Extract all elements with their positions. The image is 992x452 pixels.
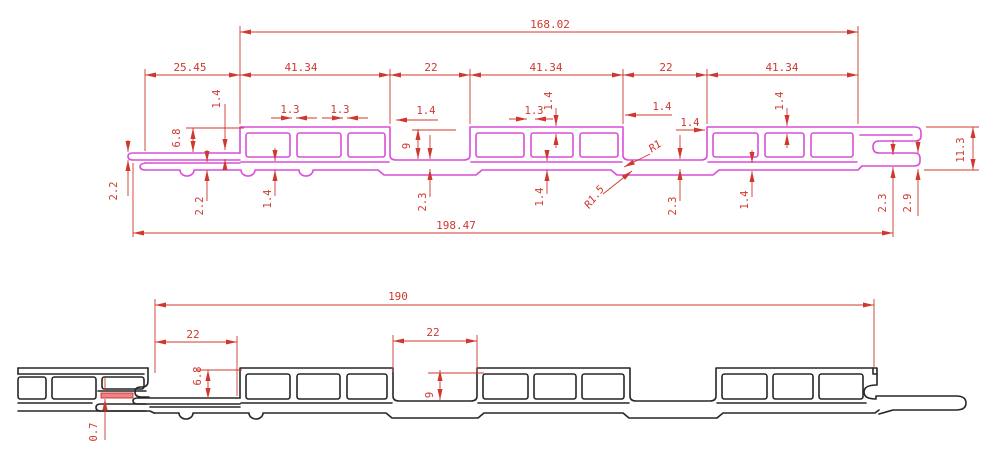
dim-label-overall-width: 190: [388, 290, 408, 303]
bottom-profile-outline: [17, 367, 967, 420]
cell: [721, 373, 768, 400]
panel-plate-lines: [17, 367, 878, 404]
dim-label-joint-gap: 0.7: [88, 423, 100, 442]
bottom-dimension-lines: [102, 299, 875, 440]
dim-label-seg-sec3: 41.34: [765, 61, 798, 74]
dim-label-rib1: 1.3: [281, 104, 300, 116]
dim-label-rib3: 1.3: [525, 105, 544, 117]
profile-bottom-edge: [139, 162, 863, 177]
bottom-dimension-labels: 190 22 22 6.8 9 0.7: [88, 290, 440, 441]
profile-outer-outline: [239, 126, 922, 167]
cell: [533, 373, 577, 400]
cell: [810, 132, 854, 158]
joint-gap-highlight: [100, 392, 134, 399]
cell: [712, 132, 759, 158]
dim-label-ledge-floor-thickness: 2.2: [194, 197, 206, 216]
dim-label-base-wall-3: 1.4: [739, 191, 751, 210]
dim-label-cavity-height: 6.8: [192, 367, 204, 386]
dim-label-top-wall-mid: 1.4: [543, 92, 555, 111]
dim-label-lip-wall: 2.3: [877, 194, 889, 213]
cell: [772, 373, 814, 400]
dim-label-cavity-height: 6.8: [171, 129, 183, 148]
panel-cells: [245, 373, 864, 400]
dim-label-rib2: 1.3: [331, 104, 350, 116]
profile-tongue: [127, 152, 241, 161]
dim-label-base-wall-1: 1.4: [262, 190, 274, 209]
cell: [346, 373, 388, 400]
cell: [818, 373, 864, 400]
dim-label-seg-chan1: 22: [424, 61, 437, 74]
dim-label-seg-sec2: 41.34: [529, 61, 562, 74]
dim-label-seg-chan2: 22: [659, 61, 672, 74]
dim-label-fillet-outer: R1.5: [582, 183, 607, 210]
profile-cells: [245, 132, 854, 158]
dim-label-chan2-floor: 2.3: [667, 197, 679, 216]
dim-label-total-height: 11.3: [955, 137, 967, 162]
left-panel-lip: [95, 403, 147, 412]
profile-plate-lines: [240, 134, 913, 163]
left-panel-top: [17, 367, 149, 375]
cell: [17, 376, 47, 400]
top-profile-view: 168.02 25.45 41.34 22 41.34 22 41.34 1.4…: [108, 18, 979, 237]
panel-outer-outline: [239, 367, 967, 415]
cell: [296, 373, 341, 400]
dim-label-overall-width: 198.47: [436, 219, 476, 232]
left-panel-hook: [134, 367, 150, 398]
dim-label-seg-sec1: 41.34: [284, 61, 317, 74]
dim-label-tongue-wall: 1.4: [211, 90, 223, 109]
dim-label-chan2-wall-left: 1.4: [653, 101, 672, 113]
cell: [51, 376, 97, 400]
cell: [245, 132, 291, 158]
dim-label-upper-total: 168.02: [530, 18, 570, 31]
dim-label-chan1-floor: 2.3: [417, 193, 429, 212]
cell: [581, 373, 625, 400]
dim-label-base-wall-2: 1.4: [534, 188, 546, 207]
dim-label-chan2-wall-right: 1.4: [681, 117, 700, 129]
cell: [579, 132, 619, 158]
dim-label-seg-ledge: 25.45: [173, 61, 206, 74]
dim-label-tongue-thickness: 2.2: [108, 182, 120, 201]
dim-label-fillet-inner: R1: [647, 138, 664, 155]
cell: [482, 373, 529, 400]
dim-label-chan1-width: 22: [186, 328, 199, 341]
panel-tongue: [132, 397, 241, 405]
cell: [475, 132, 525, 158]
left-panel-bottom: [17, 402, 155, 414]
dim-label-chan1-depth: 9: [401, 143, 413, 149]
top-profile-outline: [127, 126, 922, 177]
top-dimension-lines: [125, 26, 979, 237]
dim-label-chan1-wall: 1.4: [417, 105, 436, 117]
dim-label-chan-depth: 9: [424, 392, 436, 398]
cell: [530, 132, 574, 158]
cell: [296, 132, 342, 158]
dim-label-lip-height: 2.9: [902, 194, 914, 213]
cell: [347, 132, 386, 158]
cell: [764, 132, 805, 158]
dim-label-chan2-width: 22: [426, 326, 439, 339]
top-dimension-labels: 168.02 25.45 41.34 22 41.34 22 41.34 1.4…: [108, 18, 967, 232]
bottom-assembly-view: 190 22 22 6.8 9 0.7: [17, 290, 967, 441]
panel-bottom-edge: [153, 409, 880, 420]
cell: [101, 376, 145, 390]
cell: [245, 373, 291, 400]
dim-label-top-wall-right: 1.4: [774, 92, 786, 111]
